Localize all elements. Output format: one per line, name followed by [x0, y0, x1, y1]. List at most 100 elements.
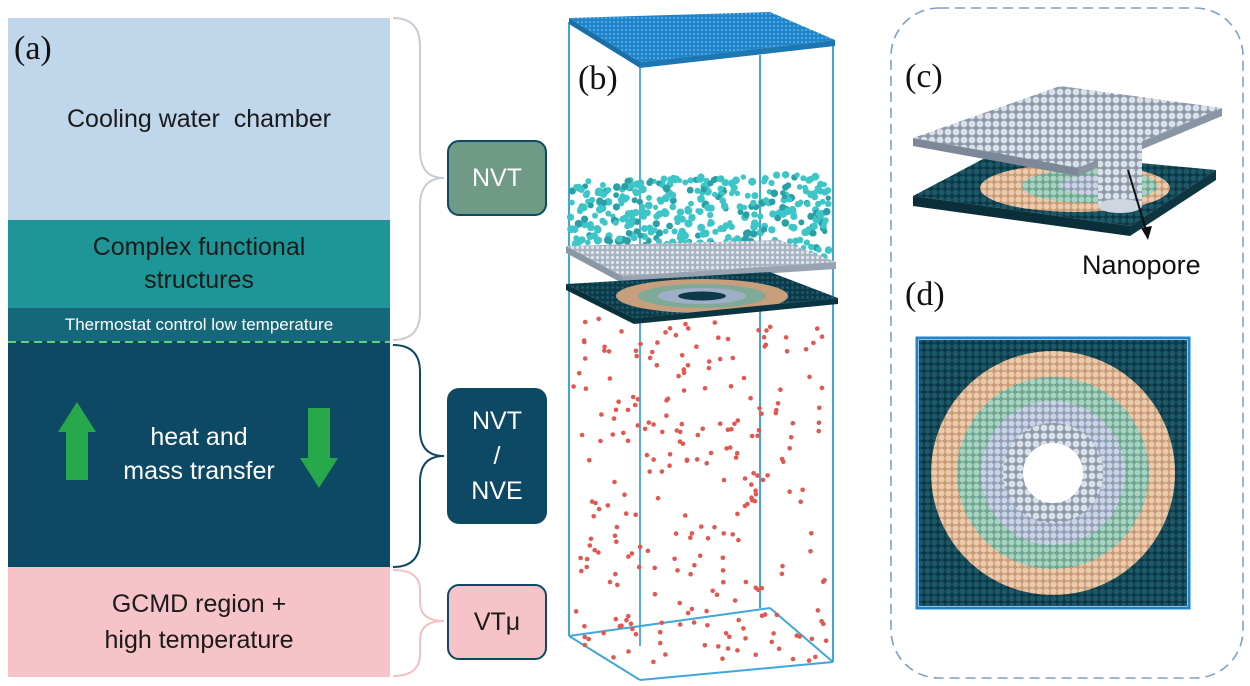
water-molecule [582, 191, 590, 199]
gas-particle [630, 394, 636, 400]
gas-particle [616, 399, 621, 405]
gas-particle [612, 479, 617, 485]
gas-particle [582, 339, 587, 345]
gas-particle [704, 608, 709, 614]
gas-particle [720, 555, 726, 561]
water-molecule [699, 230, 707, 238]
gcmd-label-line2: high temperature [104, 626, 294, 654]
water-molecule [700, 186, 707, 193]
gas-particle [596, 550, 601, 555]
water-molecule [807, 212, 815, 220]
water-molecule [593, 225, 601, 232]
gas-particle [685, 326, 691, 331]
water-molecule [652, 220, 660, 228]
gas-particle [675, 568, 680, 573]
gas-particle [725, 336, 731, 342]
panel-label-c: (c) [905, 58, 943, 95]
water-molecule [669, 203, 677, 211]
gas-particle [646, 420, 652, 425]
water-molecule [566, 213, 575, 221]
water-molecule [569, 199, 575, 206]
gas-particle [702, 386, 708, 391]
gas-particle [626, 649, 631, 654]
water-molecule [595, 206, 604, 214]
nvt-ensemble-box: NVT [447, 140, 547, 216]
water-molecule [815, 246, 822, 253]
thermostat-label: Thermostat control low temperature [64, 314, 334, 334]
gas-particle [583, 386, 589, 392]
water-molecule [707, 221, 713, 227]
water-molecule [637, 183, 644, 190]
gas-particle [596, 316, 601, 322]
water-molecule [751, 230, 758, 237]
gas-particle [714, 592, 720, 598]
gas-particle [582, 356, 588, 361]
gas-particle [721, 477, 727, 483]
gas-particle [587, 543, 593, 548]
gas-particle [823, 638, 829, 644]
gas-particle [582, 319, 588, 325]
down-arrow-icon [300, 408, 338, 488]
gas-particle [787, 489, 792, 495]
water-molecule [748, 177, 757, 186]
gas-particle [682, 513, 688, 518]
gas-particle [673, 531, 679, 536]
water-molecule [669, 197, 677, 204]
gas-particle [649, 349, 655, 355]
gas-particle [781, 459, 786, 465]
water-molecule [694, 187, 701, 194]
gas-particle [681, 370, 687, 376]
gas-particle [654, 363, 660, 368]
gas-particle [655, 340, 660, 345]
gas-particle [667, 452, 673, 457]
gas-particle [751, 470, 756, 476]
gas-particle [582, 642, 588, 648]
gas-particle [806, 658, 812, 663]
water-molecule [621, 183, 629, 190]
gas-particle [679, 421, 685, 427]
gas-particle [579, 432, 585, 438]
water-molecule [669, 191, 677, 199]
water-molecule [810, 222, 818, 230]
water-molecule [570, 225, 579, 233]
water-molecule [730, 188, 736, 194]
gas-particle [667, 326, 673, 331]
gas-particle [753, 585, 759, 591]
gas-particle [625, 407, 631, 413]
gas-particle [685, 610, 691, 616]
gas-particle [779, 571, 785, 577]
water-molecule [601, 219, 608, 226]
water-molecule [800, 175, 807, 182]
gas-particle [691, 620, 697, 625]
water-molecule [728, 179, 736, 188]
gas-particle [644, 452, 650, 458]
gas-particle [645, 548, 651, 554]
water-molecule [757, 213, 764, 220]
water-molecule [785, 182, 792, 189]
water-molecule [824, 246, 833, 254]
water-molecule [661, 194, 670, 203]
gas-particle [652, 591, 658, 597]
gas-particle [729, 426, 734, 432]
complex-structures-label-line1: Complex functional [92, 233, 306, 261]
gas-particle [702, 643, 708, 648]
gas-particle [614, 539, 619, 544]
water-molecule [712, 191, 718, 198]
gas-particle [811, 340, 816, 346]
water-molecule [788, 223, 795, 231]
water-molecule [619, 215, 627, 223]
water-molecule [641, 225, 648, 232]
gas-particle [764, 328, 769, 333]
gas-particle [794, 633, 800, 638]
water-molecule [742, 211, 750, 219]
water-molecule [585, 178, 592, 185]
gas-particle [613, 407, 619, 413]
gas-particle [803, 347, 809, 352]
water-molecule [605, 210, 612, 217]
water-molecule [596, 197, 604, 205]
gas-particle [727, 634, 732, 640]
gas-particle [822, 577, 827, 583]
gas-particle [677, 600, 682, 606]
water-molecule [721, 179, 729, 187]
